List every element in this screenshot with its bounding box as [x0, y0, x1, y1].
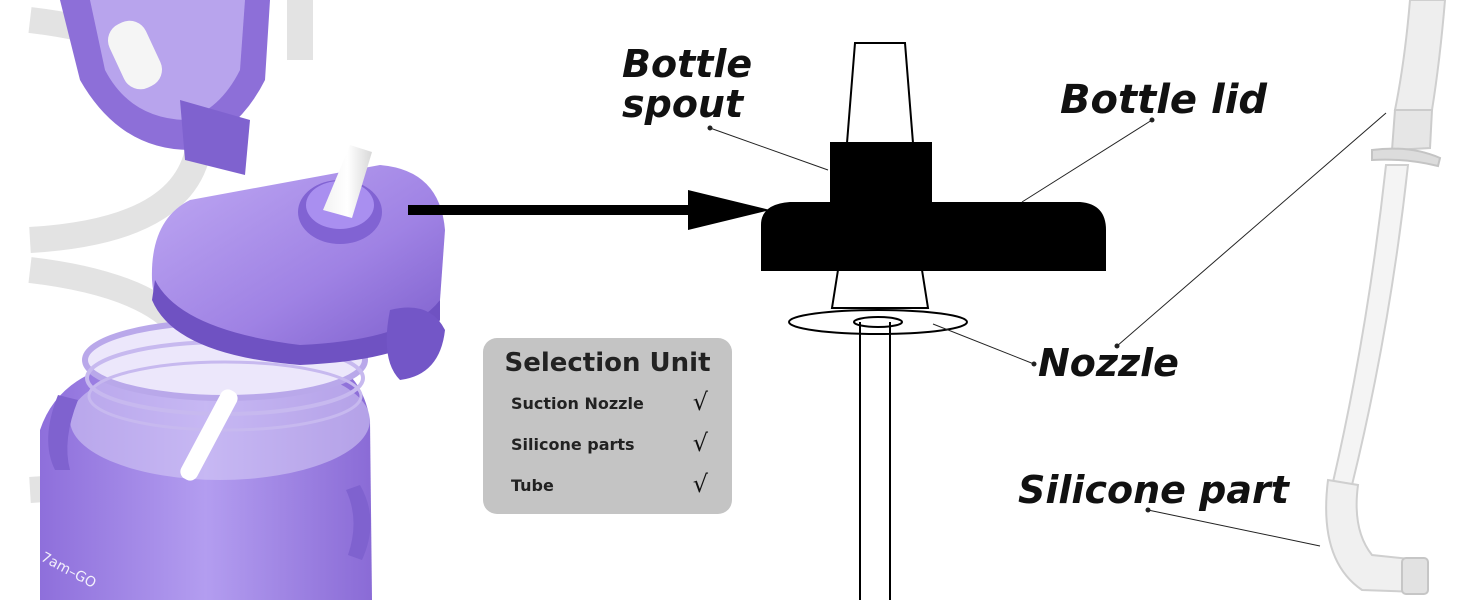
bottle-photo: 7am–GO	[38, 0, 445, 600]
nozzle-neck	[830, 269, 930, 309]
check-mark-icon: √	[692, 429, 708, 457]
selection-item-tube: Tube √	[511, 470, 708, 500]
check-mark-icon: √	[692, 388, 708, 416]
bottle-lid-label: Bottle lid	[1060, 77, 1268, 123]
selection-unit-title: Selection Unit	[504, 348, 711, 378]
selection-item-label: Suction Nozzle	[511, 394, 644, 413]
bottle-spout-label-line1: Bottle	[622, 42, 753, 86]
silicone-part-label: Silicone part	[1018, 468, 1289, 512]
cross-section-diagram	[761, 42, 1106, 600]
nozzle-label: Nozzle	[1038, 341, 1179, 385]
spout-base	[830, 142, 932, 206]
selection-item-label: Silicone parts	[511, 435, 635, 454]
selection-item-label: Tube	[511, 476, 554, 495]
check-mark-icon: √	[692, 470, 708, 498]
pointer-arrow	[408, 190, 770, 230]
selection-item-silicone-parts: Silicone parts √	[511, 429, 708, 459]
bottle-lid-photo	[151, 145, 445, 380]
bottle-spout-label-line2: spout	[622, 82, 744, 126]
selection-unit-panel: Selection Unit Suction Nozzle √ Silicone…	[483, 338, 732, 514]
bottle-body: 7am–GO	[38, 319, 372, 600]
leader-lines	[707, 112, 1387, 547]
selection-item-suction-nozzle: Suction Nozzle √	[511, 388, 708, 418]
bottle-spout-label: Bottle spout	[622, 44, 752, 124]
lid-cross-section	[761, 202, 1106, 271]
spout-outline	[845, 42, 915, 144]
straw-photo	[1325, 0, 1447, 595]
flip-cap	[60, 0, 270, 175]
